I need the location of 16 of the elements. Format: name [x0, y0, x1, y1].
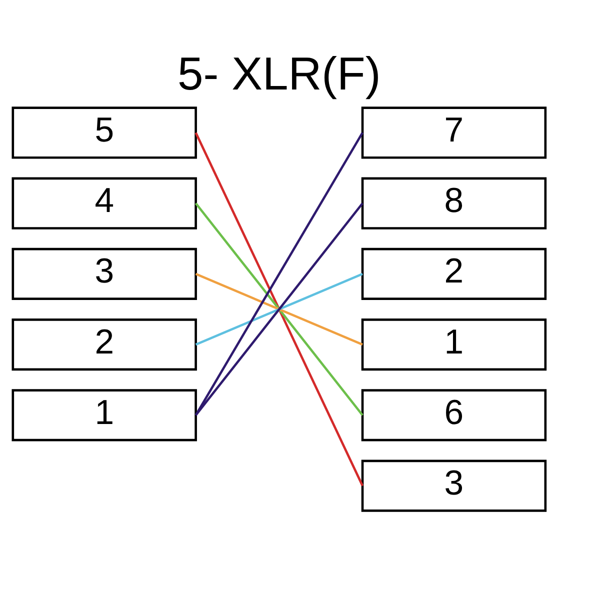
node-box: 5 — [12, 106, 197, 159]
connector — [194, 132, 364, 486]
diagram-title: 5- XLR(F) — [178, 47, 381, 100]
node-box: 7 — [361, 106, 547, 159]
node-box: 3 — [361, 460, 547, 512]
node-box: 1 — [361, 318, 547, 371]
node-box: 2 — [12, 318, 197, 371]
node-box: 2 — [361, 248, 547, 300]
connector — [194, 202, 364, 416]
node-box: 6 — [361, 389, 547, 442]
node-box: 1 — [12, 389, 197, 442]
node-box: 8 — [361, 177, 547, 230]
node-box: 4 — [12, 177, 197, 230]
connector — [195, 272, 363, 346]
connector — [194, 132, 364, 416]
node-box: 3 — [12, 248, 197, 300]
